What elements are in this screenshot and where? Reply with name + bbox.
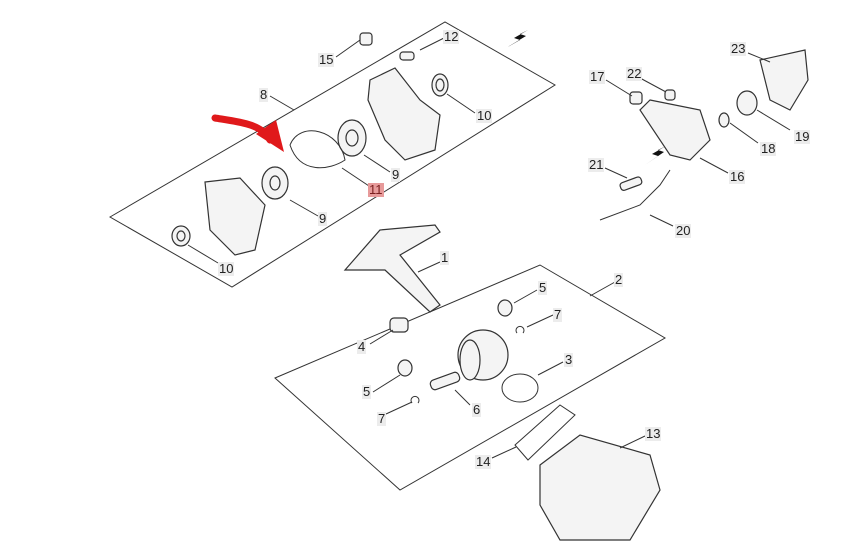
label-1[interactable]: 1 — [440, 250, 450, 265]
screw-22 — [664, 89, 676, 101]
piston-3 — [457, 329, 509, 381]
seal-10a — [431, 73, 449, 97]
label-9[interactable]: 9 — [391, 167, 401, 182]
direction-arrow-icon — [506, 30, 528, 48]
label-19[interactable]: 19 — [794, 129, 811, 144]
label-17[interactable]: 17 — [589, 69, 606, 84]
bearing-4 — [389, 317, 409, 333]
label-7[interactable]: 7 — [553, 307, 563, 322]
seal-10b — [171, 225, 191, 247]
crankcase-group-outline — [109, 21, 556, 288]
piston-group-outline — [274, 264, 666, 491]
label-5[interactable]: 5 — [538, 280, 548, 295]
gasket-14 — [514, 404, 576, 461]
clip-7b — [410, 395, 420, 404]
label-21[interactable]: 21 — [588, 157, 605, 172]
label-12[interactable]: 12 — [443, 29, 460, 44]
label-2[interactable]: 2 — [614, 272, 624, 287]
oil-pump-16 — [639, 99, 711, 161]
pin-6 — [429, 371, 461, 391]
label-10[interactable]: 10 — [218, 261, 235, 276]
label-13[interactable]: 13 — [645, 426, 662, 441]
direction-arrow-icon — [645, 146, 666, 165]
label-14[interactable]: 14 — [475, 454, 492, 469]
label-22[interactable]: 22 — [626, 66, 643, 81]
label-10[interactable]: 10 — [476, 108, 493, 123]
red-arrow-head — [256, 120, 284, 152]
clip-7a — [515, 325, 525, 334]
label-11-highlighted[interactable]: 11 — [368, 182, 384, 197]
label-20[interactable]: 20 — [675, 223, 692, 238]
gasket-11 — [289, 130, 346, 169]
label-15[interactable]: 15 — [318, 52, 335, 67]
cylinder-13 — [539, 434, 661, 541]
bearing-9a — [337, 119, 367, 157]
bearing-9b — [261, 166, 289, 200]
label-9[interactable]: 9 — [318, 211, 328, 226]
label-8[interactable]: 8 — [259, 87, 269, 102]
screw-15 — [359, 32, 373, 46]
label-18[interactable]: 18 — [760, 141, 777, 156]
label-4[interactable]: 4 — [357, 339, 367, 354]
crankshaft-1 — [343, 224, 441, 313]
label-23[interactable]: 23 — [730, 41, 747, 56]
part-23 — [759, 49, 809, 111]
washer-5a — [497, 299, 513, 317]
washer-5b — [397, 359, 413, 377]
part-21 — [619, 176, 643, 191]
label-6[interactable]: 6 — [472, 402, 482, 417]
ring-3 — [501, 373, 539, 403]
screw-12 — [399, 51, 415, 61]
label-7[interactable]: 7 — [377, 411, 387, 426]
crankcase-right — [367, 67, 441, 161]
hose-20 — [599, 169, 671, 221]
part-19 — [736, 90, 758, 116]
crankcase-left — [204, 177, 266, 256]
label-16[interactable]: 16 — [729, 169, 746, 184]
washer-18 — [718, 112, 730, 128]
label-5[interactable]: 5 — [362, 384, 372, 399]
leader-lines — [187, 37, 791, 459]
label-3[interactable]: 3 — [564, 352, 574, 367]
part-17 — [629, 91, 643, 105]
